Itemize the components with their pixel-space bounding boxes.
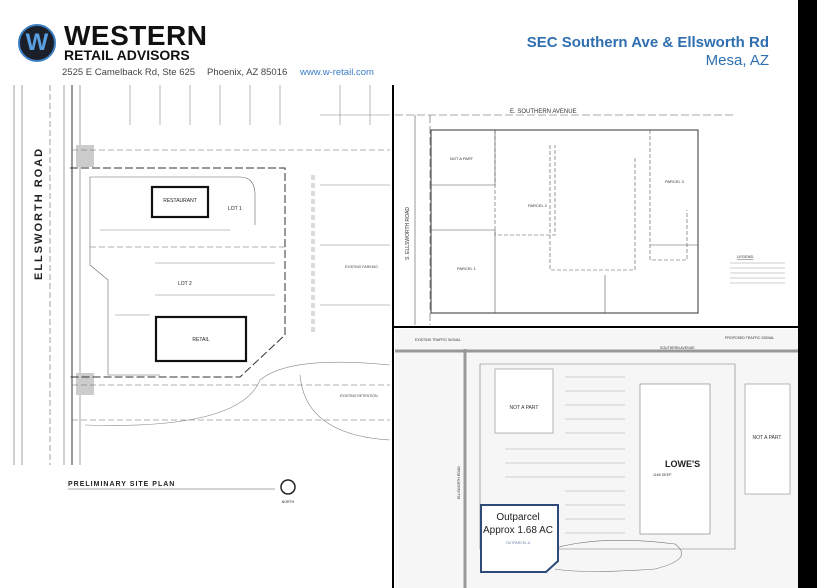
restaurant-label: RESTAURANT (163, 198, 197, 204)
north-label: NORTH (282, 500, 295, 504)
lot1-label: LOT 1 (228, 206, 242, 212)
existing-signal-label: EXISTING TRAFFIC SIGNAL (415, 338, 461, 342)
page-edge (798, 0, 817, 588)
property-city: Mesa, AZ (705, 52, 769, 69)
not-a-part-label: NOT A PART (450, 156, 474, 161)
retail-label: RETAIL (192, 337, 209, 343)
legend-title: LEGEND (737, 254, 754, 259)
address: 2525 E Camelback Rd, Ste 625 (62, 67, 196, 78)
survey-plan: E. SOUTHERN AVENUE S. ELLSWORTH ROAD NOT… (395, 109, 785, 325)
parcel2-label: PARCEL 2 (528, 203, 548, 208)
road-label: ELLSWORTH ROAD (33, 147, 45, 280)
brand-name: WESTERN (64, 20, 208, 51)
existing-parking-label: EXISTING PARKING (345, 265, 378, 269)
existing-retention-label: EXISTING RETENTION (340, 394, 378, 398)
site-plan-title: PRELIMINARY SITE PLAN (68, 481, 175, 488)
logo-letter: W (25, 29, 49, 56)
website-link[interactable]: www.w-retail.com (300, 67, 374, 78)
not-a-part-label: NOT A PART (510, 405, 539, 411)
north-arrow-icon (280, 479, 296, 495)
outparcel-boundary (480, 504, 559, 573)
lot2-label: LOT 2 (178, 281, 192, 287)
anchor-subtitle: 116K DEEP (653, 473, 672, 477)
divider (393, 326, 798, 328)
parcel1-label: PARCEL 1 (457, 266, 477, 271)
outparcel-size: Approx 1.68 AC (483, 525, 553, 536)
street-label: SOUTHERN AVENUE (660, 346, 695, 350)
company-logo: W (18, 24, 56, 62)
city: Phoenix, AZ 85016 (207, 67, 288, 78)
road-label: ELLSWORTH ROAD (457, 466, 461, 499)
outparcel-title: Outparcel (496, 512, 539, 523)
property-title: SEC Southern Ave & Ellsworth Rd (526, 34, 769, 51)
street-label: E. SOUTHERN AVENUE (510, 109, 577, 115)
brand-subtitle: RETAIL ADVISORS (64, 47, 190, 63)
not-a-part-label: NOT A PART (753, 435, 782, 441)
divider (392, 85, 394, 588)
anchor-label: LOWE'S (665, 459, 700, 469)
aerial-site-plan: NOT A PART LOWE'S 116K DEEP NOT A PART E… (395, 329, 798, 588)
parcel3-label: PARCEL 3 (665, 179, 685, 184)
preliminary-site-plan: ELLSWORTH ROAD RESTAURANT LOT 1 LOT 2 RE… (13, 85, 390, 504)
road-label: S. ELLSWORTH ROAD (405, 207, 411, 260)
proposed-signal-label: PROPOSED TRAFFIC SIGNAL (725, 336, 774, 340)
outparcel-label: OUTPARCEL A (506, 541, 531, 545)
